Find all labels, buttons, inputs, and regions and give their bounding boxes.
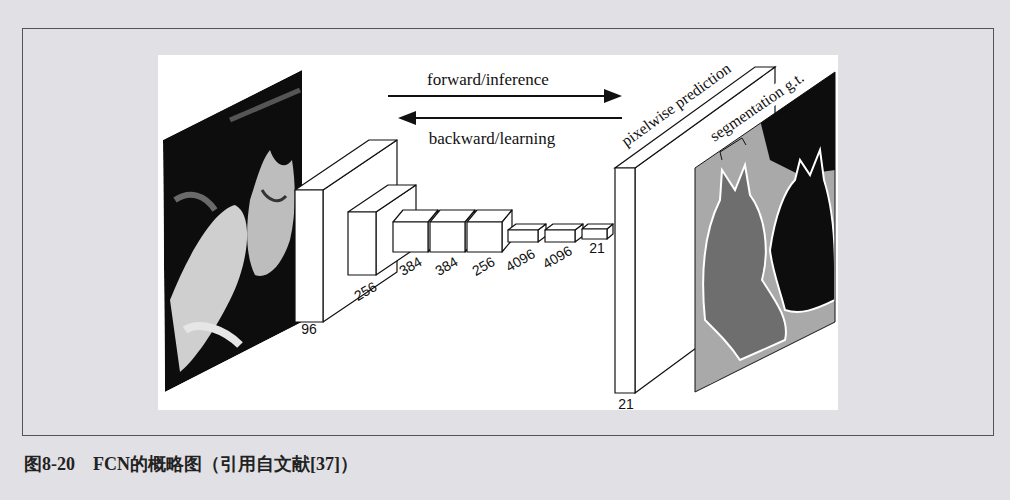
- block-face: [295, 140, 397, 190]
- channel-count: 21: [589, 241, 605, 256]
- block-face: [430, 222, 465, 252]
- block-face: [295, 190, 323, 322]
- block-face: [508, 224, 546, 230]
- input-photo: [163, 70, 302, 392]
- block-face: [582, 224, 613, 229]
- channel-count: 96: [301, 322, 317, 337]
- block-face: [508, 230, 538, 242]
- block-face: [348, 185, 416, 212]
- block-face: [467, 222, 502, 252]
- block-face: [545, 224, 583, 230]
- figure-caption: 图8-20 FCN的概略图（引用自文献[37]）: [24, 452, 358, 476]
- layer-blocks: [295, 140, 613, 322]
- channel-count: 21: [618, 397, 634, 412]
- block-face: [582, 229, 607, 239]
- arrow-label: forward/inference: [427, 71, 549, 90]
- block-face: [467, 210, 512, 222]
- ground-truth-image: [695, 72, 835, 392]
- direction-arrows: [388, 89, 622, 125]
- block-face: [545, 230, 575, 242]
- block-face: [348, 212, 376, 275]
- block-face: [393, 222, 428, 252]
- arrow-label: backward/learning: [429, 130, 556, 149]
